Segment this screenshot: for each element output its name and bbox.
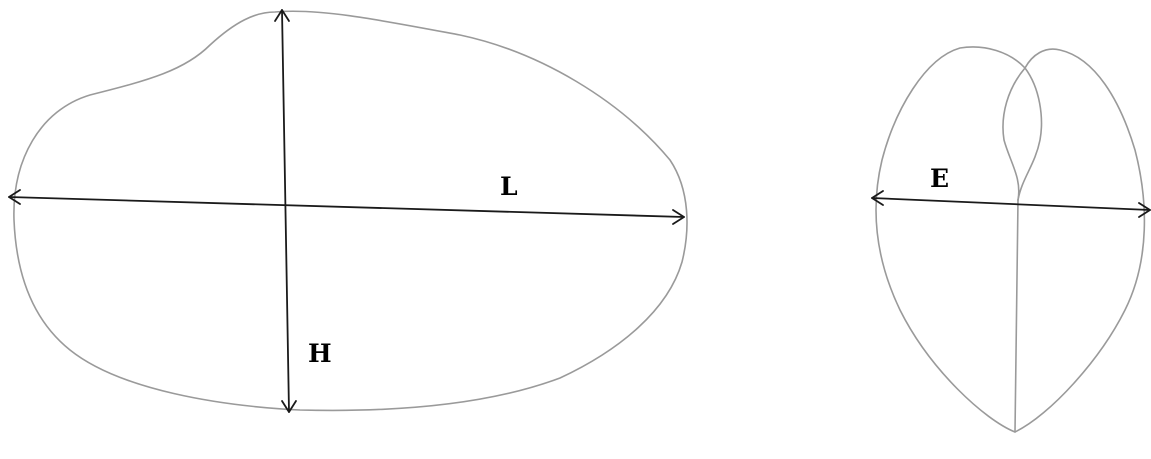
width-arrowhead-right [1138, 202, 1151, 218]
side-view: L H [8, 9, 688, 413]
seed-end-outline [875, 46, 1146, 433]
height-label: H [308, 339, 332, 368]
length-arrowhead-left [8, 189, 21, 205]
end-view: E [871, 46, 1151, 433]
length-measure-line [8, 196, 685, 218]
seed-end-inner-left [1002, 67, 1026, 201]
height-arrowhead-top [274, 9, 290, 22]
seed-side-outline [13, 10, 688, 412]
length-arrowhead-right [672, 209, 685, 225]
width-arrowhead-left [871, 190, 884, 206]
height-measure-line [281, 9, 290, 413]
height-arrowhead-bottom [281, 400, 297, 413]
width-measure-line [871, 197, 1151, 211]
seed-end-seam [1014, 199, 1019, 433]
width-label: E [930, 164, 949, 193]
length-label: L [500, 172, 518, 201]
seed-end-inner-right [1017, 67, 1043, 201]
